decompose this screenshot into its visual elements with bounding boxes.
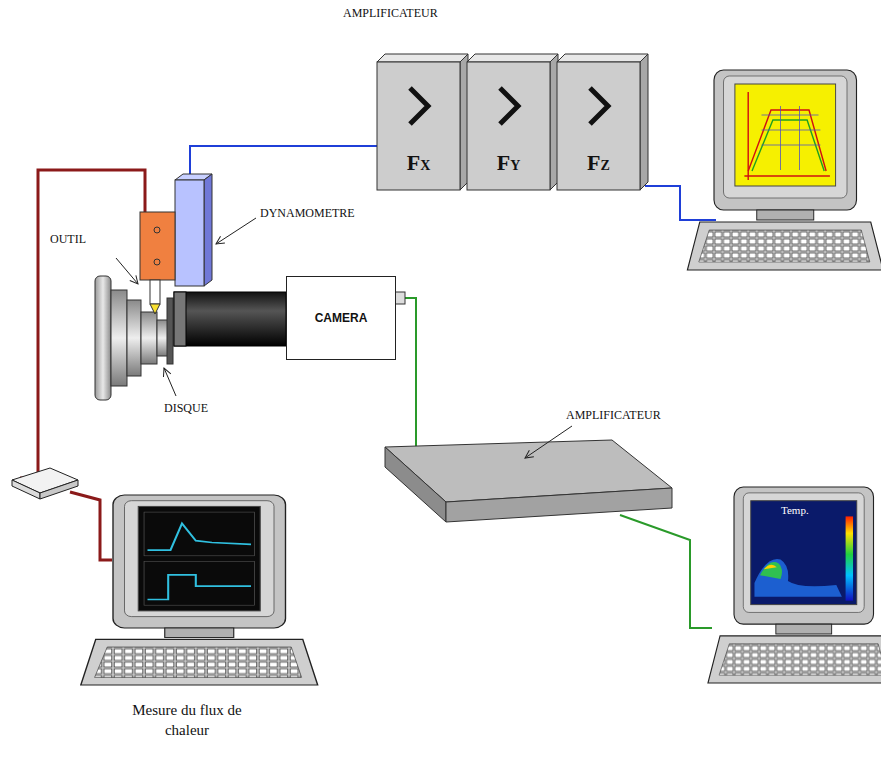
heading-label: AMPLIFICATEUR — [343, 6, 438, 21]
screen-label: Temp. — [781, 504, 809, 516]
node-text: CAMERA — [315, 311, 368, 325]
camera-amplifier — [385, 440, 672, 522]
camera-box: CAMERA — [286, 276, 396, 360]
heat-flux-wire — [20, 170, 145, 478]
camera-wire — [405, 298, 445, 455]
caption-label: Mesure du flux de chaleur — [122, 700, 252, 741]
part-label: AMPLIFICATEUR — [566, 408, 661, 423]
amplifier-box: FY — [467, 62, 550, 190]
signal-wire — [190, 146, 377, 176]
amplifier-box: FZ — [557, 62, 640, 190]
part-label: DISQUE — [164, 401, 208, 416]
part-label: DYNAMOMETRE — [260, 206, 355, 221]
signal-wire — [645, 186, 716, 220]
leader-line — [164, 368, 176, 396]
camera-wire — [620, 515, 712, 628]
tool-holder — [140, 212, 175, 314]
node-text: FY — [497, 150, 521, 176]
dynamometer — [175, 174, 212, 286]
force-computer — [687, 70, 881, 270]
force-amplifiers — [377, 54, 648, 190]
node-text: FZ — [587, 150, 610, 176]
leader-line — [525, 426, 572, 458]
lathe-chuck — [95, 276, 173, 400]
node-text: FX — [407, 150, 431, 176]
leader-line — [116, 258, 138, 284]
amplifier-box: FX — [377, 62, 460, 190]
heat-flux-wire — [70, 492, 112, 560]
part-label: OUTIL — [50, 232, 86, 247]
disc — [167, 298, 173, 364]
thermal-computer — [708, 487, 881, 683]
leader-line — [216, 218, 256, 244]
heat-flux-computer — [81, 495, 318, 685]
